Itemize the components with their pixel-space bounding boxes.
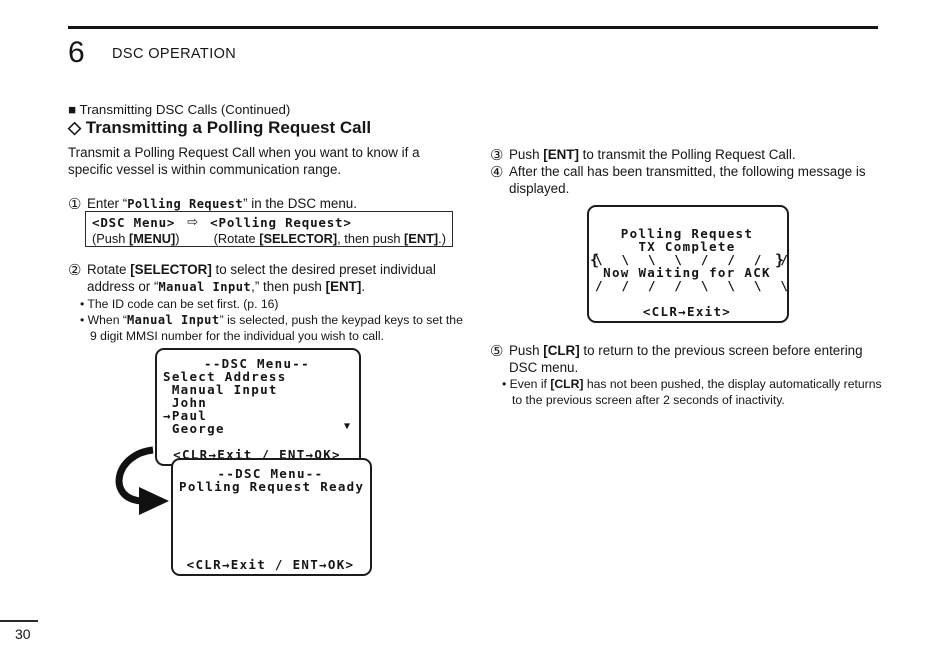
lcd-line-selected: →Paul [163,408,208,423]
step-2-text: ,” then push [251,279,326,294]
key-menu: [MENU] [129,231,176,246]
blink-brace-left: { [590,251,600,269]
step-2-text: . [361,279,366,294]
note-text: • Even if [502,377,551,391]
step-1-text-end: ” in the DSC menu. [243,196,357,211]
key-clr: [CLR] [550,377,584,391]
right-arrow-icon: ⇨ [187,215,199,230]
footer-rule [0,620,38,622]
key-ent: [ENT] [404,231,439,246]
flash-rays-bottom: / / / / \ \ \ \ [595,278,790,293]
step-4: ④ After the call has been transmitted, t… [490,163,884,197]
note-text: has not been pushed, the display automat… [512,377,882,408]
lcd-phrase: Manual Input [126,313,220,327]
header-rule [68,26,878,29]
note-text: ” is selected, push the keypad keys to s… [90,313,463,344]
section-title: ◇ Transmitting a Polling Request Call [68,118,372,137]
chapter-number: 6 [68,36,85,69]
lcd-footer: <CLR→Exit / ENT→OK> [186,557,355,572]
step-5-text: to return to the previous screen before … [509,343,863,375]
caption-text: , then push [337,231,405,246]
lcd-line: George [163,421,225,436]
lcd-phrase: Manual Input [158,280,252,294]
step-5: ⑤ Push [CLR] to return to the previous s… [490,342,864,376]
page-number: 30 [15,626,31,642]
polling-request-label: <Polling Request> [210,215,352,230]
lcd-line: TX Complete [638,239,736,254]
caption-text: .) [438,231,446,246]
key-ent: [ENT] [325,279,362,294]
caption-text: (Rotate [213,231,260,246]
lcd-blank-line [179,519,368,532]
step-1-number: ① [68,195,82,213]
lcd-footer: <CLR→Exit> [642,304,732,319]
lcd-title: --DSC Menu-- [217,466,324,481]
note-text: • When “ [80,313,127,327]
step-2-text: to select the desired preset individual … [87,262,436,294]
step-2-note-1: • The ID code can be set first. (p. 16) [80,297,279,311]
lcd-line: Polling Request Ready [179,479,365,494]
lcd-screen-select-address: --DSC Menu-- Select Address Manual Input… [155,348,361,466]
lcd-line: John [163,395,208,410]
key-selector: [SELECTOR] [130,262,212,277]
lcd-blank-line [179,506,368,519]
flash-rays-top: \ \ \ \ / / / / [595,252,790,267]
step-3-number: ③ [490,146,504,164]
key-selector: [SELECTOR] [259,231,338,246]
menu-sequence-lcd-line: <DSC Menu> ⇨ <Polling Request> [92,214,446,231]
step-4-number: ④ [490,163,504,181]
rotate-selector-caption: (Rotate [SELECTOR], then push [ENT].) [214,231,446,246]
step-3-text: Push [509,147,544,162]
step-4-text: After the call has been transmitted, the… [509,164,866,196]
step-2: ② Rotate [SELECTOR] to select the desire… [68,261,465,296]
key-clr: [CLR] [543,343,580,358]
lcd-line-blinking: Now Waiting for ACK [603,265,771,280]
step-5-number: ⑤ [490,342,504,360]
lcd-line: Manual Input [163,382,278,397]
lcd-screen-polling-ready: --DSC Menu-- Polling Request Ready <CLR→… [171,458,372,576]
lcd-screen-tx-complete: Polling Request TX Complete \ \ \ \ / / … [587,205,789,323]
step-1: ① Enter “Polling Request” in the DSC men… [68,195,473,213]
step-5-text: Push [509,343,544,358]
curved-arrow-icon [115,446,169,515]
lcd-blank-line [179,532,368,545]
step-1-text: Enter “ [87,196,128,211]
step-2-number: ② [68,261,82,279]
key-ent: [ENT] [543,147,579,162]
lcd-line: Select Address [163,369,287,384]
caption-text: ) [175,231,180,246]
step-3-text: to transmit the Polling Request Call. [578,147,796,162]
step-2-note-2: • When “Manual Input” is selected, push … [80,312,464,345]
dsc-menu-label: <DSC Menu> [92,215,176,230]
intro-paragraph: Transmit a Polling Request Call when you… [68,145,420,177]
menu-sequence-box: <DSC Menu> ⇨ <Polling Request> (Push [ME… [85,211,453,247]
step-5-note: • Even if [CLR] has not been pushed, the… [502,376,884,409]
scroll-down-icon: ▼ [343,421,350,432]
lcd-blank-line [179,493,368,506]
step-3: ③ Push [ENT] to transmit the Polling Req… [490,146,901,164]
continued-header: ■ Transmitting DSC Calls (Continued) [68,102,291,117]
lcd-footer: <CLR→Exit / ENT→OK> [173,447,341,462]
caption-text: (Push [92,231,129,246]
menu-sequence-caption: (Push [MENU]) (Rotate [SELECTOR], then p… [92,231,446,246]
lcd-title: --DSC Menu-- [204,356,310,371]
chapter-title: DSC OPERATION [112,46,237,62]
push-menu-caption: (Push [MENU]) [92,231,214,246]
lcd-phrase: Polling Request [127,197,244,211]
step-2-text: Rotate [87,262,131,277]
blink-brace-right: } [774,251,784,269]
lcd-line: Polling Request [620,226,754,241]
